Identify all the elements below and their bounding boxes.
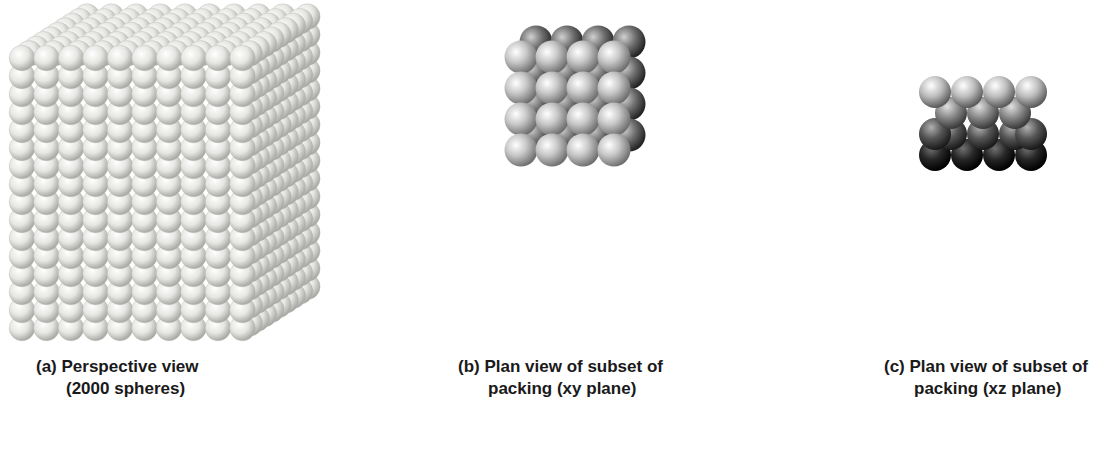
- sphere: [181, 45, 207, 71]
- sphere: [536, 134, 569, 167]
- sphere: [505, 134, 538, 167]
- figure-caption: (c) Plan view of subset of packing (xz p…: [884, 356, 1102, 400]
- sphere: [983, 76, 1015, 108]
- sphere: [598, 103, 631, 136]
- sphere: [132, 45, 158, 71]
- sphere: [156, 45, 182, 71]
- sphere: [1015, 76, 1047, 108]
- sphere: [567, 103, 600, 136]
- sphere: [567, 41, 600, 74]
- sphere: [567, 134, 600, 167]
- sphere: [951, 76, 983, 108]
- sphere: [230, 45, 256, 71]
- sphere: [567, 72, 600, 105]
- xy-plan-packing: [505, 26, 646, 167]
- xz-plan-packing: [919, 76, 1047, 171]
- sphere: [58, 45, 84, 71]
- sphere: [34, 45, 60, 71]
- sphere: [919, 76, 951, 108]
- sphere: [205, 45, 231, 71]
- sphere: [505, 41, 538, 74]
- sphere: [536, 72, 569, 105]
- sphere: [598, 41, 631, 74]
- sphere: [598, 72, 631, 105]
- sphere: [598, 134, 631, 167]
- sphere: [505, 103, 538, 136]
- sphere: [505, 72, 538, 105]
- sphere: [83, 45, 109, 71]
- figure-caption: (b) Plan view of subset of packing (xy p…: [458, 356, 720, 400]
- figure-caption: (a) Perspective view (2000 spheres): [36, 356, 236, 400]
- sphere: [536, 41, 569, 74]
- sphere: [536, 103, 569, 136]
- sphere: [107, 45, 133, 71]
- sphere: [9, 45, 35, 71]
- perspective-packing: [9, 4, 320, 341]
